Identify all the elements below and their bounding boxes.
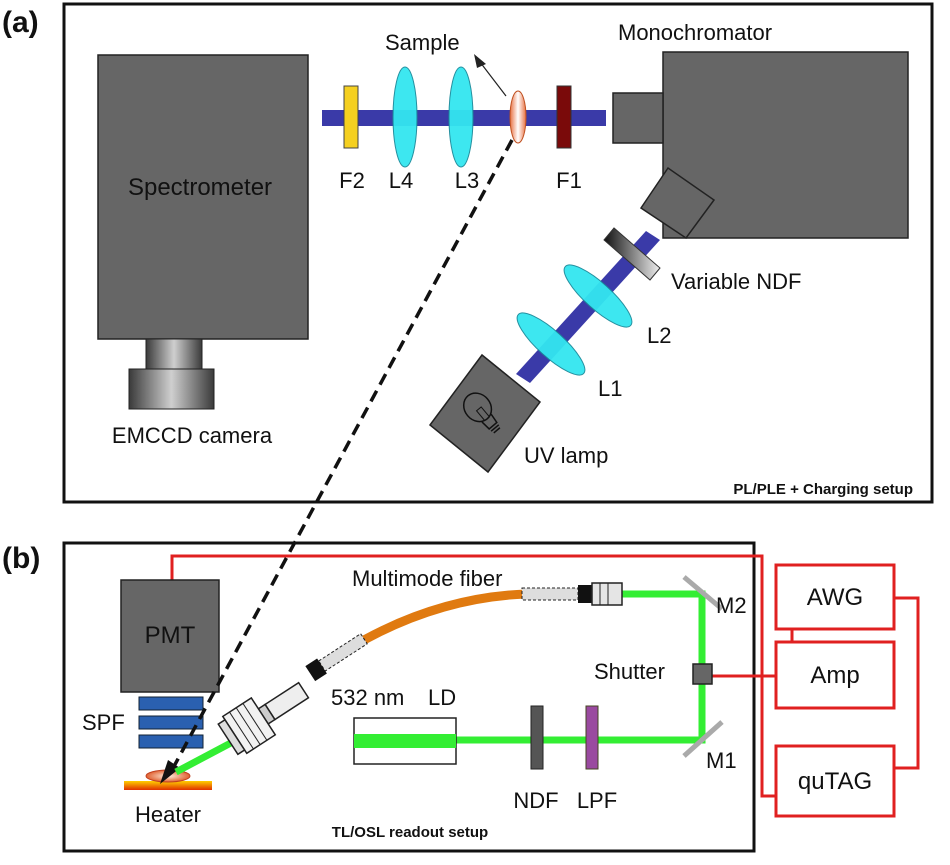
panel-a-frame bbox=[62, 2, 934, 504]
monochromator-output-port bbox=[639, 166, 716, 240]
signal-wiring bbox=[170, 554, 920, 798]
fiber-collimator bbox=[217, 681, 310, 756]
monochromator-input-port bbox=[612, 92, 664, 144]
shutter-box bbox=[692, 663, 713, 685]
m1-label: M1 bbox=[706, 748, 737, 773]
panel-b-frame bbox=[62, 541, 756, 853]
emccd-body bbox=[128, 368, 215, 410]
emccd-neck bbox=[145, 338, 203, 370]
filter-f1 bbox=[556, 85, 572, 149]
heater-label: Heater bbox=[135, 802, 201, 827]
l2-label: L2 bbox=[647, 323, 671, 348]
f2-label: F2 bbox=[339, 168, 365, 193]
m2-label: M2 bbox=[716, 593, 747, 618]
lens-l3 bbox=[448, 66, 474, 168]
f1-label: F1 bbox=[556, 168, 582, 193]
green-beam-mirror-path bbox=[456, 590, 706, 744]
lpf-filter bbox=[585, 705, 599, 770]
panel-b-caption: TL/OSL readout setup bbox=[332, 824, 488, 841]
l4-label: L4 bbox=[389, 168, 413, 193]
mirror-m1 bbox=[682, 720, 724, 758]
sample-transfer-path bbox=[170, 139, 514, 771]
awg-box bbox=[774, 563, 896, 631]
spf-filter-2 bbox=[138, 715, 204, 730]
multimode-fiber bbox=[319, 589, 527, 670]
lens-l4 bbox=[392, 66, 418, 168]
pmt-label: PMT bbox=[145, 622, 196, 649]
qutag-box bbox=[774, 744, 896, 818]
uv-lamp-box bbox=[428, 353, 542, 474]
spectrometer-label: Spectrometer bbox=[128, 174, 272, 201]
sample-disk bbox=[509, 90, 527, 144]
l3-label: L3 bbox=[455, 168, 479, 193]
ld-label: LD bbox=[428, 685, 456, 710]
panel-b-tag: (b) bbox=[2, 542, 40, 575]
spectrometer-box bbox=[97, 54, 309, 340]
ndf-filter bbox=[530, 705, 544, 770]
transfer-arrow-head bbox=[160, 760, 180, 784]
sample-arrow-head bbox=[474, 54, 486, 68]
spf-filter-3 bbox=[138, 734, 204, 749]
pmt-to-qutag-wire bbox=[170, 554, 776, 798]
panel-a-tag: (a) bbox=[2, 6, 39, 39]
heater-plate bbox=[124, 781, 212, 790]
qutag-label: quTAG bbox=[798, 768, 872, 795]
awg-to-qutag-wire bbox=[894, 596, 920, 770]
amp-box bbox=[774, 640, 896, 710]
variable-ndf-label: Variable NDF bbox=[671, 269, 801, 294]
awg-label: AWG bbox=[807, 584, 863, 611]
sample-label: Sample bbox=[385, 30, 460, 55]
variable-ndf bbox=[603, 227, 661, 281]
monochromator-label: Monochromator bbox=[618, 20, 772, 45]
amp-label: Amp bbox=[810, 662, 859, 689]
lens-l2 bbox=[563, 264, 633, 328]
lens-l1 bbox=[516, 312, 586, 376]
panel-a-caption: PL/PLE + Charging setup bbox=[733, 481, 913, 498]
lpf-label: LPF bbox=[577, 788, 617, 813]
spf-filter-1 bbox=[138, 696, 204, 711]
light-bulb-icon bbox=[462, 392, 501, 434]
shutter-label: Shutter bbox=[594, 659, 665, 684]
laser-wavelength-label: 532 nm bbox=[331, 685, 404, 710]
ndf-label: NDF bbox=[513, 788, 558, 813]
multimode-fiber-label: Multimode fiber bbox=[352, 566, 502, 591]
mirror-m2 bbox=[682, 575, 724, 611]
fiber-connector-bottom bbox=[305, 633, 368, 682]
sample-arrow-line bbox=[479, 61, 507, 97]
l1-label: L1 bbox=[598, 376, 622, 401]
laser-diode-beam bbox=[354, 734, 456, 748]
spf-label: SPF bbox=[82, 710, 125, 735]
uv-lamp-label: UV lamp bbox=[524, 443, 608, 468]
pmt-box bbox=[120, 579, 220, 693]
emccd-label: EMCCD camera bbox=[112, 423, 273, 448]
filter-f2 bbox=[343, 85, 359, 149]
fiber-connector-top bbox=[521, 582, 623, 606]
